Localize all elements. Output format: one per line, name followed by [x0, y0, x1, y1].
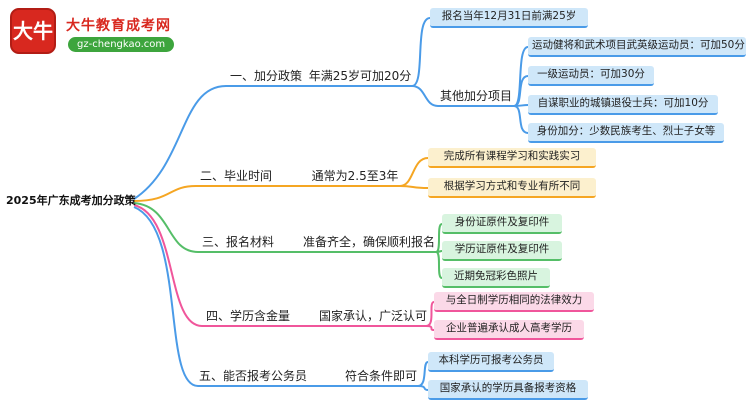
branch-2-topic: 二、毕业时间: [199, 169, 272, 183]
branch-4-leaf-legal-effect: 与全日制学历相同的法律效力: [434, 292, 594, 312]
site-logo: 大牛 大牛教育成考网 gz-chengkao.com: [8, 6, 178, 56]
branch-1-lines: [133, 17, 529, 200]
branch-1-leaf-athlete-50: 运动健将和武术项目武英级运动员：可加50分: [528, 37, 746, 57]
site-name: 大牛教育成考网: [66, 18, 171, 34]
branch-1-subtopic-other-items: 其他加分项目: [439, 89, 512, 103]
branch-3-lines: [133, 202, 443, 279]
branch-2-leaf-varies: 根据学习方式和专业有所不同: [428, 178, 596, 198]
branch-1-leaf-identity-bonus: 身份加分：少数民族考生、烈士子女等: [528, 123, 724, 143]
branch-5-leaf-bachelor: 本科学历可报考公务员: [428, 352, 554, 372]
site-url-badge: gz-chengkao.com: [68, 37, 175, 52]
branch-5-detail: 符合条件即可: [344, 369, 417, 383]
branch-1-detail: 年满25岁可加20分: [308, 69, 412, 83]
branch-1-leaf-age-rule: 报名当年12月31日前满25岁: [430, 8, 588, 28]
branch-3-topic: 三、报名材料: [201, 235, 274, 249]
branch-5-topic: 五、能否报考公务员: [198, 369, 307, 383]
branch-3-leaf-photos: 近期免冠彩色照片: [442, 268, 550, 288]
branch-1-leaf-athlete-30: 一级运动员：可加30分: [528, 66, 654, 86]
branch-3-detail: 准备齐全，确保顺利报名: [302, 235, 435, 249]
branch-3-leaf-diploma: 学历证原件及复印件: [442, 241, 562, 261]
branch-2-leaf-courses: 完成所有课程学习和实践实习: [428, 148, 596, 168]
branch-4-detail: 国家承认，广泛认可: [318, 309, 427, 323]
branch-5-leaf-eligibility: 国家承认的学历具备报考资格: [428, 380, 588, 400]
branch-2-lines: [133, 157, 429, 202]
logo-icon-text: 大牛: [13, 19, 53, 43]
branch-3-leaf-id-card: 身份证原件及复印件: [442, 214, 562, 234]
branch-1-topic: 一、加分政策: [229, 69, 302, 83]
branch-4-leaf-recognition: 企业普遍承认成人高考学历: [434, 320, 584, 340]
branch-2-detail: 通常为2.5至3年: [311, 169, 399, 183]
branch-5-lines: [133, 206, 429, 391]
root-topic: 2025年广东成考加分政策: [6, 194, 136, 207]
branch-4-topic: 四、学历含金量: [205, 309, 290, 323]
branch-1-leaf-veteran-10: 自谋职业的城镇退役士兵：可加10分: [528, 95, 718, 115]
branch-4-lines: [133, 204, 435, 331]
bull-logo-icon: 大牛: [10, 8, 56, 54]
